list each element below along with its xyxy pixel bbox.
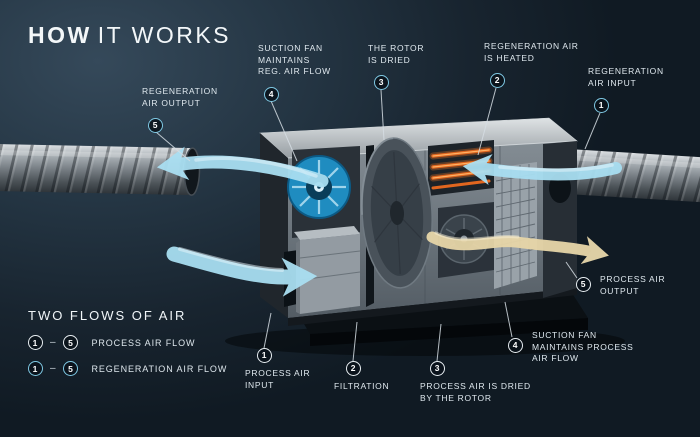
callout-number: 3 — [430, 361, 445, 376]
legend-dash: – — [50, 337, 57, 348]
filter-panel — [494, 162, 537, 289]
callout-process-air-input: 1 PROCESS AIR INPUT — [245, 348, 310, 391]
regeneration-fan-illustration — [287, 146, 360, 238]
regeneration-input-flow — [462, 154, 622, 186]
callout-label: SUCTION FAN MAINTAINS REG. AIR FLOW — [258, 43, 331, 77]
callout-regeneration-air-output: REGENERATION AIR OUTPUT 5 — [142, 86, 218, 134]
callout-process-air-output: 5 PROCESS AIR OUTPUT — [576, 274, 665, 297]
leader-lines — [155, 87, 601, 362]
left-duct-illustration — [0, 143, 201, 196]
callout-label: REGENERATION AIR OUTPUT — [142, 86, 218, 108]
legend-label: PROCESS AIR FLOW — [91, 337, 196, 348]
legend-row-regeneration: 1 – 5 REGENERATION AIR FLOW — [28, 361, 227, 376]
callout-number: 1 — [594, 98, 609, 114]
callout-number: 1 — [257, 348, 272, 363]
callout-label: FILTRATION — [334, 381, 390, 391]
airflow-arrows — [156, 146, 622, 297]
callout-number: 5 — [576, 277, 591, 292]
callout-number: 2 — [346, 361, 361, 376]
callout-suction-fan-process: 4 SUCTION FAN MAINTAINS PROCESS AIR FLOW — [508, 330, 633, 365]
callout-number: 5 — [148, 118, 163, 134]
regeneration-output-flow — [156, 146, 329, 188]
callout-label: PROCESS AIR IS DRIED BY THE ROTOR — [420, 381, 531, 403]
title-strong: HOW — [28, 22, 92, 48]
callout-number: 4 — [508, 338, 523, 353]
callout-process-air-dried: 3 PROCESS AIR IS DRIED BY THE ROTOR — [420, 361, 531, 404]
callout-regeneration-air-input: REGENERATION AIR INPUT 1 — [588, 66, 664, 114]
callout-filtration: 2 FILTRATION — [334, 361, 389, 393]
legend-row-process: 1 – 5 PROCESS AIR FLOW — [28, 335, 227, 350]
legend-heading: TWO FLOWS OF AIR — [28, 308, 187, 323]
rotor-illustration — [360, 137, 433, 307]
callout-label: THE ROTOR IS DRIED — [368, 43, 425, 65]
callout-rotor-is-dried: THE ROTOR IS DRIED 3 — [368, 43, 425, 91]
callout-suction-fan-reg: SUCTION FAN MAINTAINS REG. AIR FLOW 4 — [258, 43, 331, 103]
process-input-flow — [166, 246, 318, 297]
callout-label: PROCESS AIR INPUT — [245, 368, 311, 390]
callout-number: 4 — [264, 87, 279, 103]
legend-number-start: 1 — [28, 335, 43, 350]
legend-number-end: 5 — [63, 361, 79, 376]
callout-label: SUCTION FAN MAINTAINS PROCESS AIR FLOW — [532, 330, 634, 364]
legend-number-start: 1 — [28, 361, 43, 376]
callout-label: REGENERATION AIR INPUT — [588, 66, 664, 88]
legend: TWO FLOWS OF AIR 1 – 5 PROCESS AIR FLOW … — [28, 308, 227, 376]
legend-label: REGENERATION AIR FLOW — [91, 363, 228, 374]
callout-number: 2 — [490, 73, 505, 89]
title-light: IT WORKS — [97, 22, 232, 48]
legend-number-end: 5 — [63, 335, 79, 350]
callout-label: PROCESS AIR OUTPUT — [600, 274, 666, 296]
callout-regeneration-air-heated: REGENERATION AIR IS HEATED 2 — [484, 41, 579, 89]
process-output-flow — [426, 231, 609, 265]
callout-number: 3 — [374, 75, 389, 91]
callout-label: REGENERATION AIR IS HEATED — [484, 41, 579, 63]
legend-dash: – — [50, 363, 57, 374]
